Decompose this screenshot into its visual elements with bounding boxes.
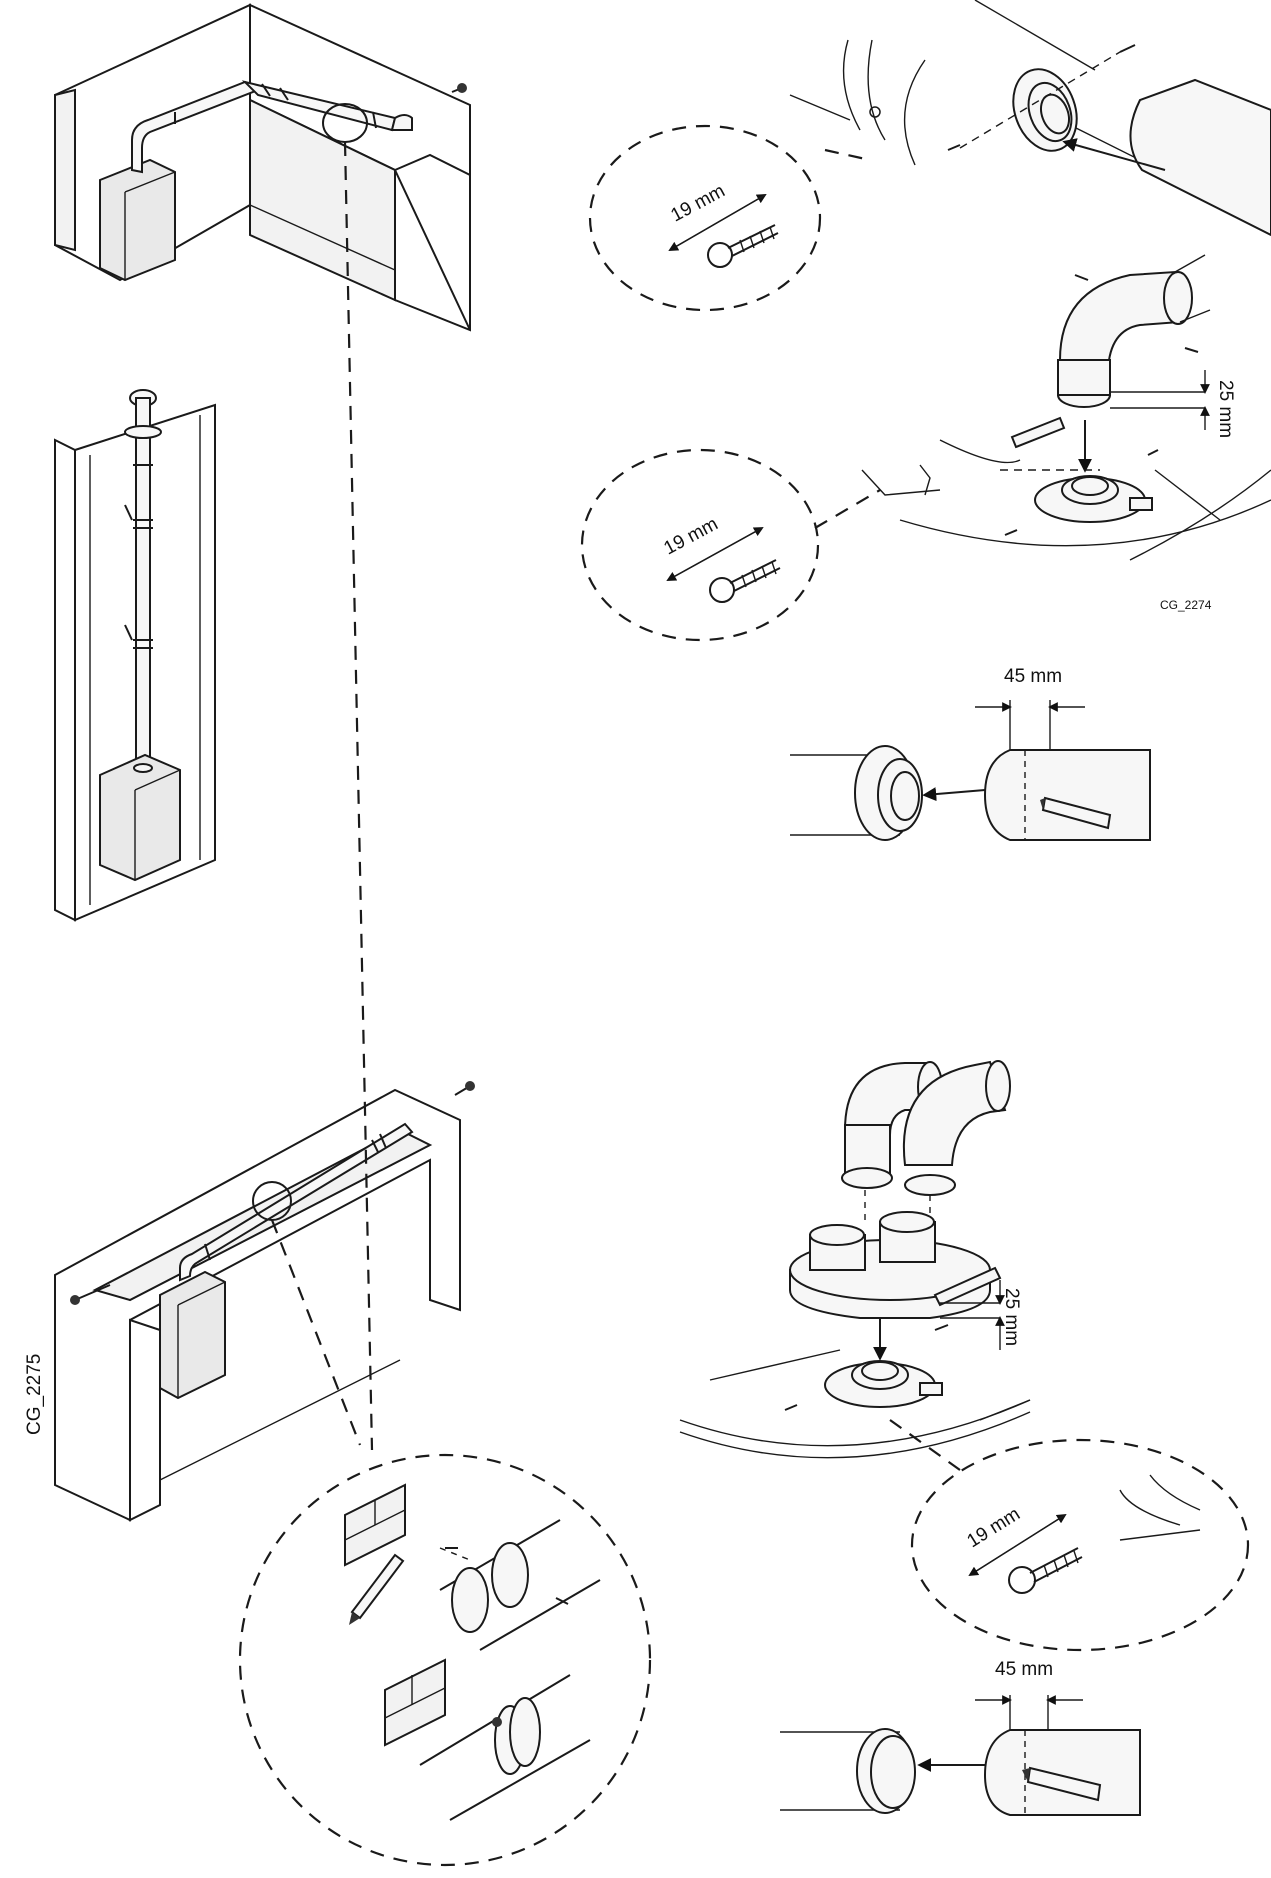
pipe-clamp-icon	[451, 1567, 489, 1633]
pipe-insertion-detail-1: 45 mm	[790, 666, 1151, 841]
elbow-pipe-icon	[1058, 270, 1182, 372]
pipe-insert-length-label: 45 mm	[1004, 666, 1062, 687]
corner-wall-installation	[54, 3, 471, 332]
vertical-shaft-installation	[54, 389, 216, 922]
clamp-detail	[238, 1453, 652, 1867]
figure-code-top: CG_2274	[1160, 598, 1212, 612]
boiler-icon	[159, 1270, 226, 1400]
elbow-insert-depth-label: 25 mm	[1215, 380, 1236, 438]
screw-callout-3: 19 mm	[910, 1438, 1250, 1652]
pipe-insertion-detail-2: 45 mm	[780, 1659, 1141, 1816]
elbow-pipe-icon	[902, 1060, 1007, 1166]
leader-lines	[270, 141, 374, 1451]
screw-icon	[1004, 274, 1199, 536]
adapter-icon	[789, 1211, 991, 1319]
long-wall-installation: CG_2275	[24, 1081, 475, 1522]
screw-length-label: 19 mm	[667, 181, 728, 227]
adapter-icon	[824, 1360, 943, 1408]
screw-callout-2: 19 mm	[580, 448, 941, 642]
pipe-insert-length-label: 45 mm	[995, 1659, 1053, 1680]
screw-length-label: 19 mm	[660, 514, 721, 560]
pencil-icon	[1040, 796, 1112, 830]
boiler-icon	[99, 753, 181, 882]
screw-icon	[947, 44, 1136, 151]
elbow-insert-depth-label: 25 mm	[1001, 1288, 1022, 1346]
screw-icon	[709, 559, 781, 603]
pencil-icon	[349, 1553, 405, 1625]
screw-icon	[784, 1324, 949, 1411]
brick-wall-icon	[344, 1483, 446, 1747]
adapter-icon	[1034, 475, 1153, 523]
screw-icon	[445, 1547, 569, 1605]
pencil-icon	[933, 1266, 1002, 1307]
pencil-icon	[1022, 1766, 1102, 1802]
elbow-adapter-detail: 25 mm CG_2274	[899, 254, 1271, 612]
pencil-icon	[1010, 416, 1066, 449]
screw-icon	[707, 224, 779, 268]
pipe-join-detail	[789, 0, 1271, 237]
twin-adapter-detail: 25 mm	[679, 1060, 1031, 1471]
figure-code-bottom: CG_2275	[24, 1354, 45, 1435]
screw-length-label: 19 mm	[964, 1504, 1024, 1553]
screw-icon	[1008, 1547, 1083, 1594]
flue-pipe	[131, 80, 467, 174]
elbow-pipe-icon	[843, 1062, 931, 1137]
screw-callout-1: 19 mm	[588, 124, 822, 312]
boiler-icon	[99, 158, 176, 282]
